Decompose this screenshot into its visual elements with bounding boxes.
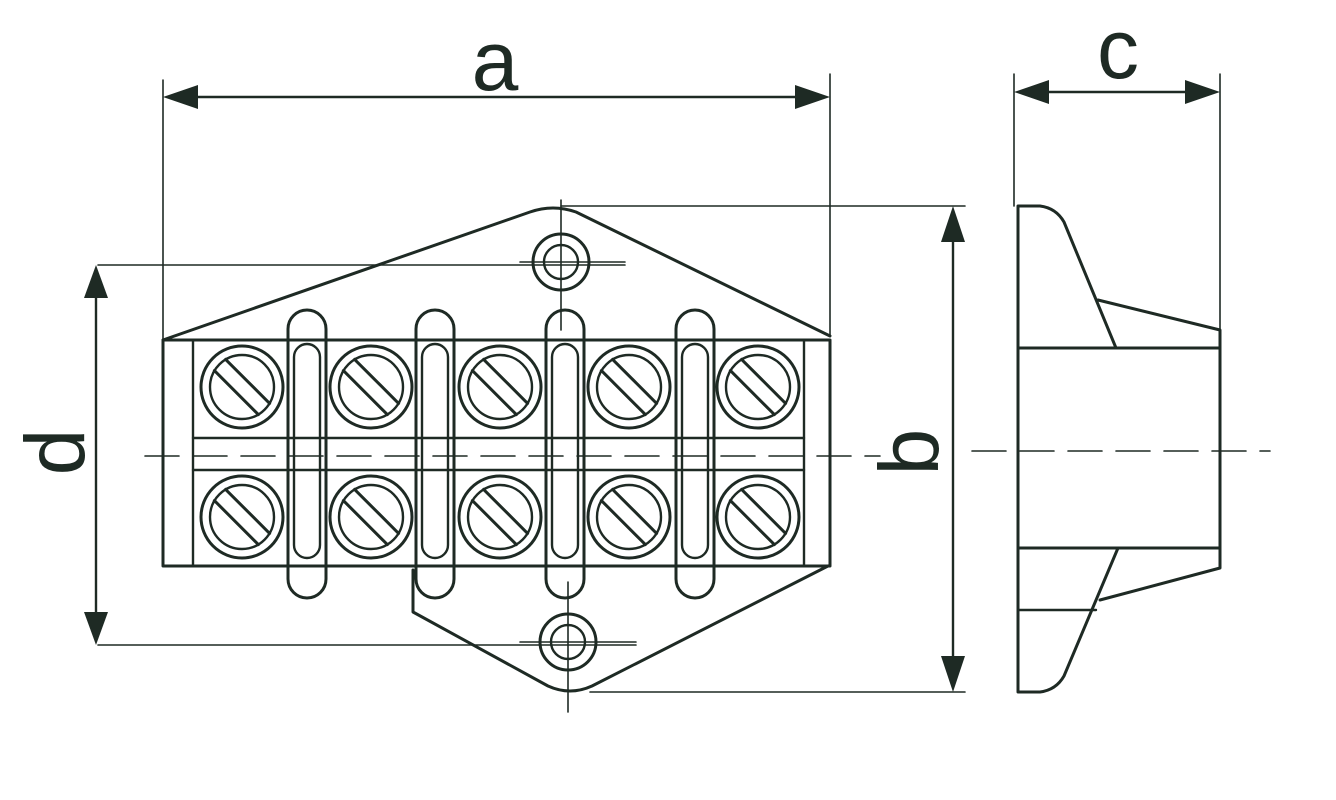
separator-ribs <box>286 308 716 600</box>
side-outline-top <box>1016 204 1118 350</box>
block-body <box>161 338 832 568</box>
dimension-label-b: b <box>862 429 956 476</box>
screw-terminal <box>457 474 543 560</box>
dimension-a: a <box>162 14 831 341</box>
top-flange <box>161 206 832 342</box>
screw-terminal <box>328 474 414 560</box>
dimension-label-a: a <box>472 14 519 108</box>
front-view <box>144 199 881 713</box>
bottom-flange <box>411 564 830 693</box>
screw-terminal <box>586 474 672 560</box>
screw-terminal <box>328 344 414 430</box>
screw-terminal <box>199 474 285 560</box>
separator-rib <box>414 308 456 600</box>
side-flange-bottom <box>1098 546 1222 602</box>
side-view <box>971 204 1271 694</box>
separator-rib <box>544 308 586 600</box>
screw-terminal <box>586 344 672 430</box>
dimension-b: b <box>560 205 966 693</box>
screw-terminal <box>457 344 543 430</box>
side-body <box>1016 346 1222 550</box>
screw-terminals <box>199 344 801 560</box>
side-flange-top <box>1096 298 1222 350</box>
separator-rib <box>674 308 716 600</box>
screw-terminal <box>199 344 285 430</box>
dimension-c: c <box>1013 2 1221 331</box>
screw-terminal <box>715 474 801 560</box>
side-outline-bottom <box>1016 546 1120 694</box>
dimension-label-d: d <box>8 429 102 476</box>
screw-terminal <box>715 344 801 430</box>
separator-rib <box>286 308 328 600</box>
dimension-label-c: c <box>1097 2 1139 96</box>
dimension-d: d <box>8 264 637 646</box>
